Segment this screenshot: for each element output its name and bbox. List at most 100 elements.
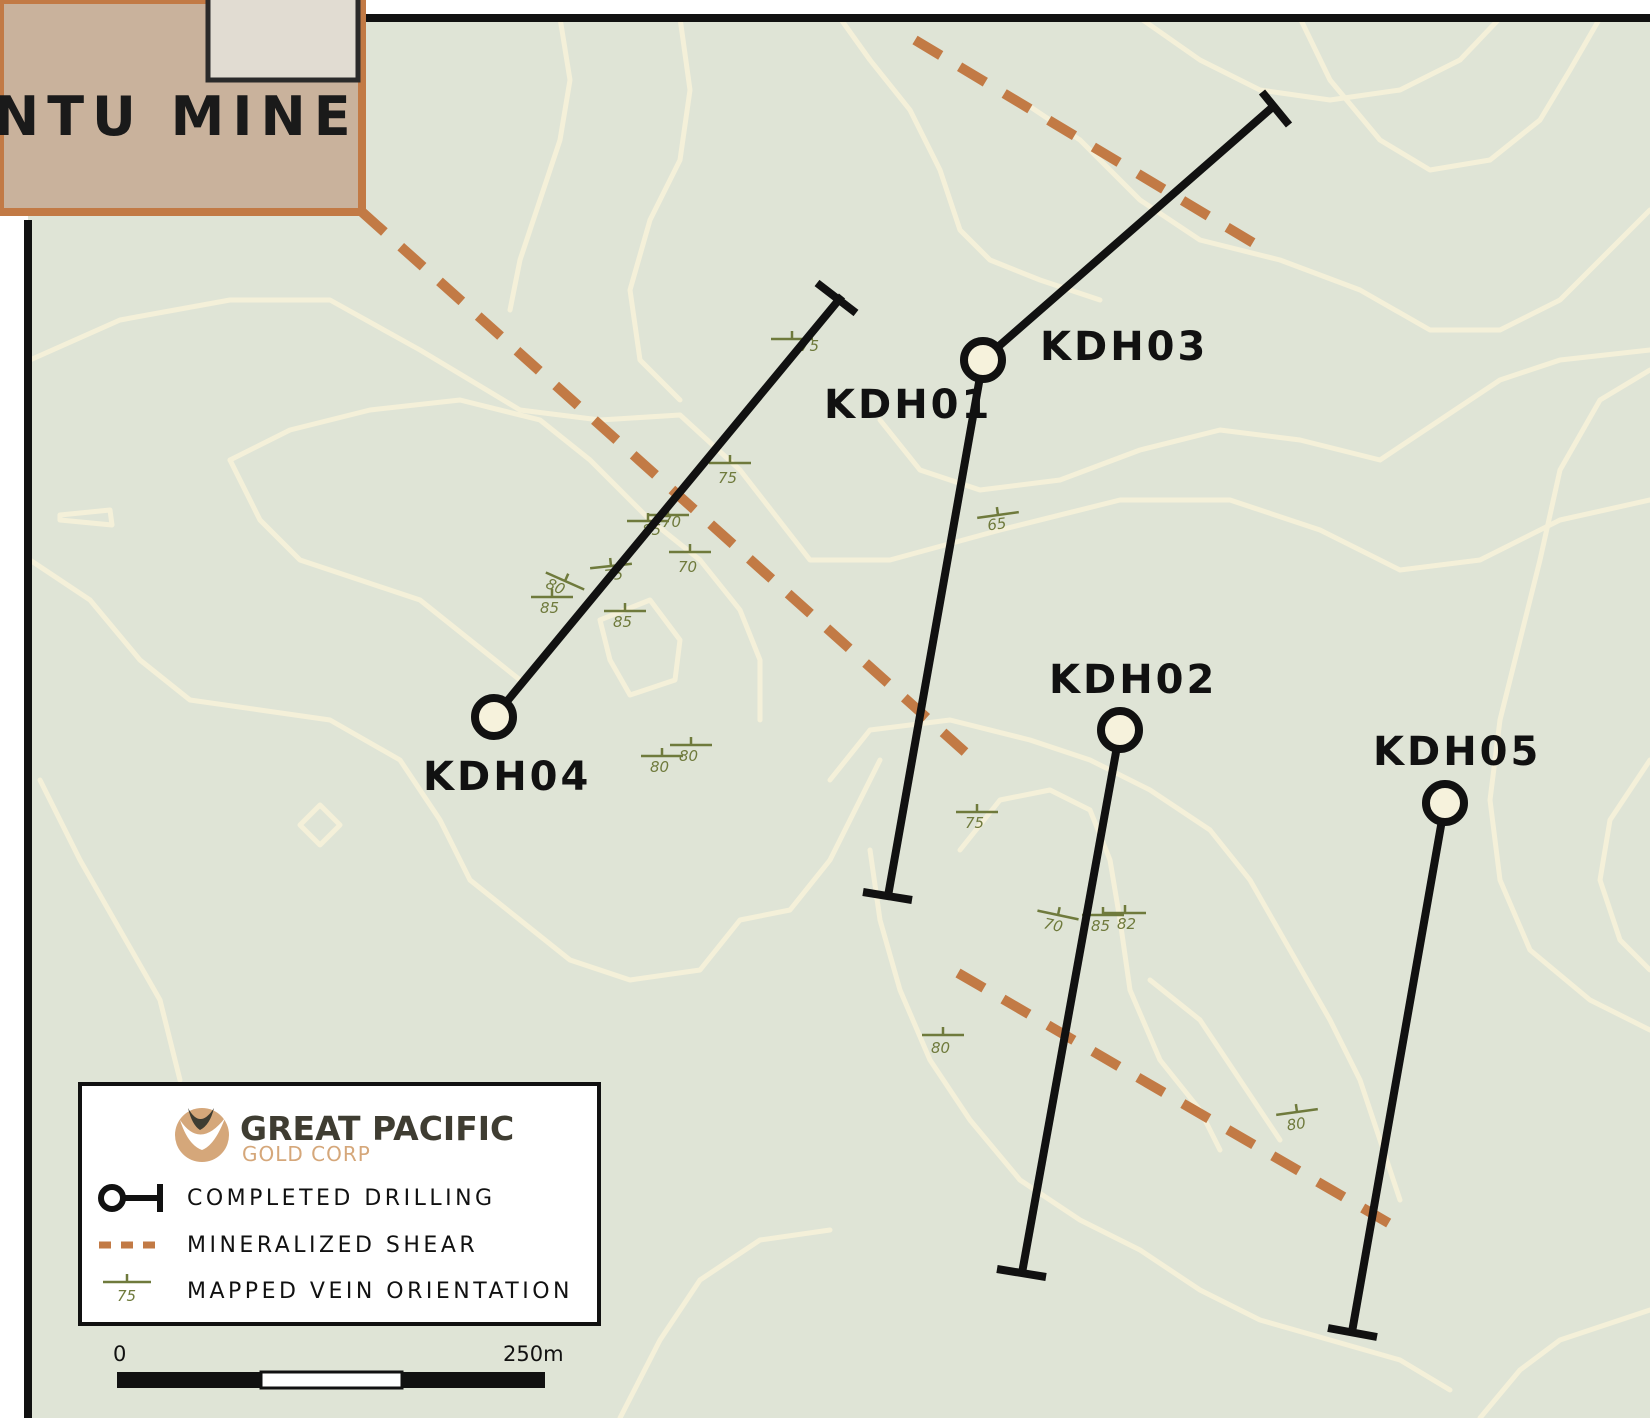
vein-symbol: 80 xyxy=(922,1027,964,1057)
contour-line xyxy=(957,787,1223,1153)
vein-symbol: 70 xyxy=(1037,906,1079,936)
brand-subtitle: GOLD CORP xyxy=(242,1142,371,1166)
contour-line xyxy=(507,15,573,313)
vein-dip-label: 75 xyxy=(965,814,984,832)
vein-dip-label: 80 xyxy=(650,758,669,776)
contour-line xyxy=(227,397,763,723)
mineralized-shears xyxy=(358,35,1395,1230)
vein-symbol: 75 xyxy=(956,804,998,832)
vein-symbol: 80 xyxy=(641,748,683,776)
drill-trace-end-cap xyxy=(1258,89,1293,128)
map-title: NTU MINE xyxy=(0,85,359,148)
scale-start-label: 0 xyxy=(113,1342,126,1366)
collar-kdh01-kdh03 xyxy=(960,337,1006,383)
contour-line xyxy=(1297,15,1603,173)
vein-dip-label: 65 xyxy=(986,514,1007,534)
hole-label-kdh05: KDH05 xyxy=(1373,729,1541,775)
vein-dip-tick xyxy=(995,506,1000,516)
contour-line xyxy=(27,297,1650,573)
contour-line xyxy=(1147,977,1283,1143)
legend-label-mapped-vein-orientation: MAPPED VEIN ORIENTATION xyxy=(187,1279,573,1304)
contour-line xyxy=(1017,97,1650,333)
contour-line xyxy=(617,1227,833,1418)
contour-line xyxy=(297,802,343,848)
drill-trace-kdh02 xyxy=(1018,729,1124,1274)
scale-bar: 0 250m xyxy=(113,1342,564,1390)
contour-line xyxy=(1597,757,1650,973)
collar-kdh05 xyxy=(1422,780,1468,826)
vein-symbol: 80 xyxy=(670,737,712,765)
contour-line xyxy=(877,347,1650,493)
legend-symbol-drill-hole xyxy=(98,1184,163,1212)
vein-symbol: 85 xyxy=(604,603,646,631)
hole-label-kdh01: KDH01 xyxy=(824,382,992,428)
drill-traces xyxy=(490,89,1449,1341)
scale-segment-1 xyxy=(117,1372,261,1388)
vein-dip-label: 70 xyxy=(662,513,681,531)
legend-vein-dip: 75 xyxy=(117,1287,136,1305)
scale-segment-3 xyxy=(402,1372,545,1388)
vein-strike-line xyxy=(545,571,585,591)
drill-trace-kdh04 xyxy=(490,293,846,720)
vein-symbol: 85 xyxy=(531,589,573,617)
hole-label-kdh04: KDH04 xyxy=(423,754,591,800)
contour-line xyxy=(1487,367,1650,1033)
legend: GREAT PACIFIC GOLD CORP COMPLETED DRILLI… xyxy=(78,1082,601,1326)
drill-trace-kdh03 xyxy=(980,101,1278,364)
vein-dip-tick xyxy=(1294,1103,1299,1113)
vein-dip-label: 80 xyxy=(931,1039,950,1057)
legend-label-completed-drilling: COMPLETED DRILLING xyxy=(187,1186,496,1211)
drill-trace-end-cap xyxy=(862,888,913,904)
contour-line xyxy=(627,15,693,403)
vein-dip-label: 80 xyxy=(1286,1114,1307,1134)
contour-line xyxy=(827,717,1403,1203)
brand-name: GREAT PACIFIC xyxy=(240,1109,514,1148)
vein-symbol: 75 xyxy=(709,455,751,487)
shear-line xyxy=(912,35,1258,249)
drill-trace-end-cap xyxy=(814,279,859,317)
collar-kdh04 xyxy=(471,694,517,740)
scale-segment-2 xyxy=(259,1370,404,1390)
drill-collars xyxy=(471,337,1468,826)
contour-line xyxy=(37,777,183,1083)
vein-dip-tick xyxy=(608,557,613,567)
shear-line xyxy=(955,968,1395,1230)
legend-box xyxy=(78,1082,601,1326)
contour-line xyxy=(837,15,1103,303)
contour-lines xyxy=(27,15,1650,1418)
brand-logo-icon xyxy=(175,1108,229,1162)
hole-label-kdh03: KDH03 xyxy=(1040,324,1208,370)
vein-dip-label: 75 xyxy=(718,469,737,487)
vein-dip-tick xyxy=(563,573,570,582)
vein-dip-label: 80 xyxy=(679,747,698,765)
collar-kdh02 xyxy=(1097,707,1143,753)
drill-trace-kdh05 xyxy=(1348,802,1449,1333)
inset-panel: NTU MINE xyxy=(0,0,366,216)
vein-dip-label: 85 xyxy=(613,613,632,631)
contour-line xyxy=(867,847,1453,1393)
vein-symbol: 70 xyxy=(647,507,689,531)
vein-dip-label: 85 xyxy=(1091,917,1110,935)
drill-trace-end-cap xyxy=(996,1265,1047,1281)
legend-label-mineralized-shear: MINERALIZED SHEAR xyxy=(187,1233,478,1258)
contour-line xyxy=(597,597,683,698)
legend-symbol-vein-tick: 75 xyxy=(103,1274,151,1305)
drill-trace-end-cap xyxy=(1327,1324,1378,1341)
vein-dip-label: 70 xyxy=(1042,914,1064,936)
contour-line xyxy=(57,507,115,528)
contour-line xyxy=(1477,1307,1650,1418)
vein-dip-tick xyxy=(1056,906,1061,916)
contour-line xyxy=(27,557,883,983)
vein-dip-label: 70 xyxy=(678,558,697,576)
hole-label-kdh02: KDH02 xyxy=(1049,657,1217,703)
vein-symbol: 80 xyxy=(1276,1103,1318,1134)
inset-mini-map xyxy=(205,0,361,83)
vein-symbol: 82 xyxy=(1104,905,1146,933)
scale-end-label: 250m xyxy=(503,1342,564,1366)
vein-symbol: 65 xyxy=(977,506,1019,534)
vein-dip-label: 85 xyxy=(540,599,559,617)
vein-dip-label: 82 xyxy=(1117,915,1136,933)
vein-symbol: 70 xyxy=(669,544,711,576)
contour-line xyxy=(227,457,523,683)
